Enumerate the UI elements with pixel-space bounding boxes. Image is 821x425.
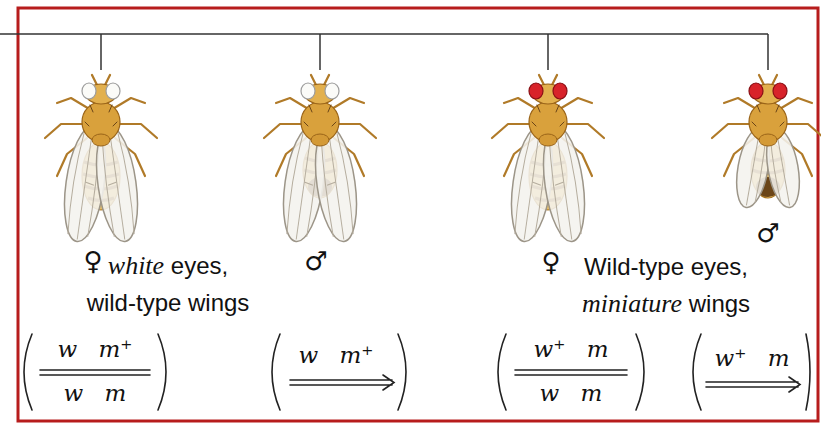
genotype-text: w m⁺ — [58, 336, 133, 364]
phenotype-text-holder: Wild-type eyes, miniature wings — [582, 248, 750, 322]
parenthesis — [24, 334, 32, 410]
bracket-drop — [319, 34, 321, 70]
fly-female-red — [492, 75, 604, 244]
fly-eyes — [82, 83, 120, 99]
fly-male-red-miniature — [712, 75, 821, 210]
fly-eyes — [529, 83, 567, 99]
parenthesis — [806, 334, 810, 410]
genotype-text-holder: w m — [64, 380, 127, 408]
sex-symbol-holder: ♂ — [304, 247, 327, 277]
bracket-line — [0, 33, 768, 35]
parenthesis — [158, 334, 166, 410]
chromosome-pair — [515, 370, 627, 375]
chromosome-pair — [40, 370, 150, 375]
fly-thorax — [301, 84, 339, 146]
y-chromosome — [706, 377, 800, 392]
sex-symbol: ♀ — [541, 248, 560, 278]
y-chromosome — [290, 375, 394, 390]
genotype-text: w m⁺ — [299, 342, 374, 370]
parenthesis — [636, 334, 644, 410]
genotype-text: w m — [64, 380, 127, 408]
parenthesis — [498, 334, 506, 410]
sex-symbol: ♀ — [83, 247, 102, 277]
phenotype-text-holder: white eyes, wild-type wings — [87, 247, 250, 321]
fly-male-white — [264, 75, 376, 244]
pedigree-bracket — [0, 34, 768, 70]
sex-symbol: ♂ — [756, 219, 779, 249]
genotype-text-holder: w m⁺ — [58, 336, 133, 364]
sex-symbol-holder: ♀ — [83, 247, 102, 277]
fly-thorax — [529, 84, 567, 146]
parenthesis — [398, 334, 406, 410]
fly-thorax — [749, 84, 787, 146]
fly-eyes — [301, 83, 339, 99]
genotype-text: w⁺ m — [715, 345, 790, 373]
genotype-text: w m — [540, 380, 603, 408]
frame — [18, 8, 818, 421]
genotype-text-holder: w m — [540, 380, 603, 408]
genotype-text-holder: w m⁺ — [299, 342, 374, 370]
bracket-drop — [767, 34, 769, 70]
bracket-drop — [547, 34, 549, 70]
parenthesis — [693, 334, 701, 410]
fly-eyes — [749, 83, 787, 99]
bracket-drop — [100, 34, 102, 70]
genotype-text-holder: w⁺ m — [715, 345, 790, 373]
sex-symbol: ♂ — [304, 247, 327, 277]
phenotype-text: Wild-type eyes, miniature wings — [582, 248, 750, 322]
genotype-text-holder: w⁺ m — [534, 336, 609, 364]
phenotype-text: white eyes, wild-type wings — [87, 247, 250, 321]
fly-thorax — [82, 84, 120, 146]
parenthesis — [272, 334, 280, 410]
genotype-text: w⁺ m — [534, 336, 609, 364]
sex-symbol-holder: ♀ — [541, 248, 560, 278]
genotype-marks — [24, 334, 810, 410]
sex-symbol-holder: ♂ — [756, 219, 779, 249]
fly-female-white — [45, 75, 157, 244]
